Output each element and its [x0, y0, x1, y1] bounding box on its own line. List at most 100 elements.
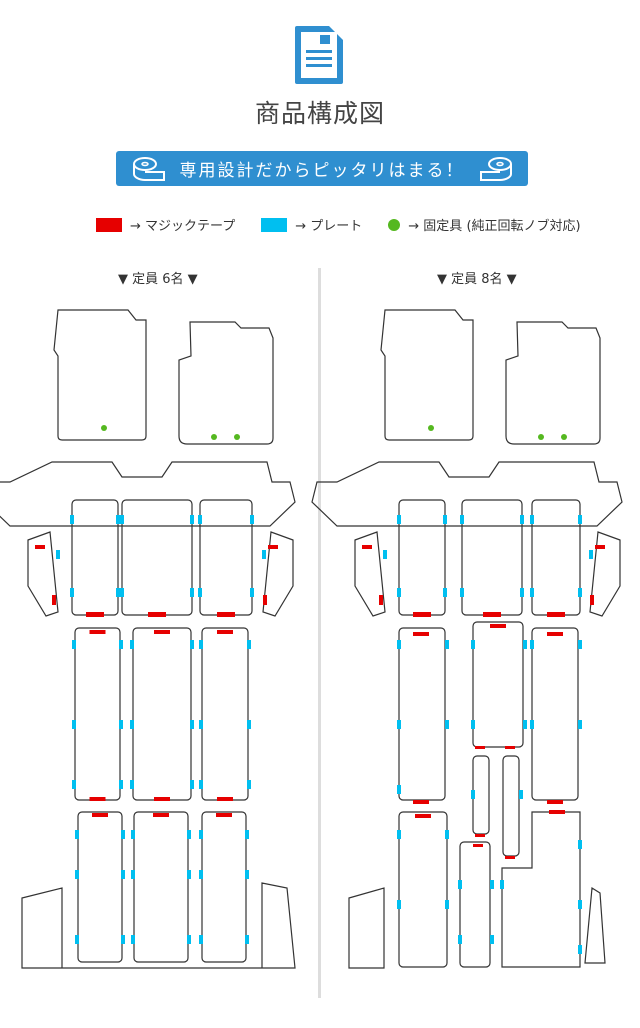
fixer-dot [388, 218, 401, 231]
plate-marker [131, 830, 135, 839]
floor-mat [584, 886, 606, 964]
fixer-marker [561, 434, 567, 440]
plate-marker [199, 780, 203, 789]
velcro-marker [263, 595, 267, 605]
plate-marker [523, 720, 527, 729]
velcro-marker [379, 595, 383, 605]
velcro-marker [92, 813, 108, 817]
plate-swatch [261, 217, 288, 232]
plate-marker [121, 870, 125, 879]
plate-marker [250, 515, 254, 524]
velcro-marker [89, 797, 106, 801]
velcro-marker [153, 813, 169, 817]
velcro-marker [217, 612, 235, 617]
plate-marker [445, 720, 449, 729]
fixer-marker [538, 434, 544, 440]
plate-marker [523, 640, 527, 649]
legend-fixer: → 固定具 (純正回転ノブ対応) [388, 215, 581, 234]
plate-marker [190, 780, 194, 789]
plate-marker [383, 550, 387, 559]
plate-marker [190, 720, 194, 729]
floor-mat [531, 627, 579, 801]
floor-mat [53, 309, 147, 441]
plate-marker [460, 515, 464, 524]
plate-marker [519, 790, 523, 799]
plate-marker [520, 588, 524, 597]
velcro-marker [154, 797, 170, 801]
caption-8-seater: ▼ 定員 8名 ▼ [437, 272, 517, 287]
floor-mat [398, 627, 446, 801]
plate-marker [397, 640, 401, 649]
legend: → マジックテープ → プレート → 固定具 (純正回転ノブ対応) [96, 215, 607, 234]
velcro-marker [505, 856, 515, 859]
plate-marker [199, 935, 203, 944]
plate-marker [70, 588, 74, 597]
plate-marker [131, 870, 135, 879]
plate-marker [578, 588, 582, 597]
velcro-marker [547, 632, 563, 636]
banner-text: 専用設計だからピッタリはまる！ [179, 161, 465, 181]
floor-mat [77, 811, 123, 963]
legend-plate: → プレート [261, 215, 362, 234]
plate-marker [578, 945, 582, 954]
plate-marker [471, 640, 475, 649]
plate-marker [198, 515, 202, 524]
floor-mat [133, 811, 189, 963]
plate-marker [130, 780, 134, 789]
plate-marker [530, 515, 534, 524]
velcro-marker [590, 595, 594, 605]
floor-mat [589, 531, 621, 617]
plate-marker [397, 900, 401, 909]
plate-marker [130, 640, 134, 649]
legend-label: → 固定具 (純正回転ノブ対応) [408, 219, 581, 234]
plate-marker [397, 720, 401, 729]
velcro-marker [413, 800, 429, 804]
plate-marker [120, 588, 124, 597]
plate-marker [190, 588, 194, 597]
plate-marker [247, 720, 251, 729]
velcro-marker [475, 834, 485, 837]
plate-marker [56, 550, 60, 559]
plate-marker [199, 870, 203, 879]
floor-mat [178, 321, 274, 445]
plate-marker [578, 840, 582, 849]
velcro-marker [595, 545, 605, 549]
plate-marker [75, 935, 79, 944]
plate-marker [75, 870, 79, 879]
plate-marker [578, 720, 582, 729]
velcro-marker [475, 746, 485, 749]
plate-marker [199, 640, 203, 649]
plate-marker [187, 935, 191, 944]
floor-mat [531, 499, 581, 616]
plate-marker [530, 640, 534, 649]
plate-marker [199, 720, 203, 729]
plate-marker [198, 588, 202, 597]
velcro-marker [362, 545, 372, 549]
plate-marker [119, 780, 123, 789]
plate-marker [120, 515, 124, 524]
floor-mat [472, 621, 524, 748]
plate-marker [245, 935, 249, 944]
plate-marker [247, 640, 251, 649]
velcro-marker [549, 810, 565, 814]
floor-mat [348, 887, 385, 969]
floor-mat [311, 461, 623, 527]
plate-marker [119, 720, 123, 729]
floor-mat [398, 499, 446, 616]
plate-marker [397, 588, 401, 597]
plate-marker [397, 515, 401, 524]
plate-marker [75, 830, 79, 839]
floor-mat [121, 499, 193, 616]
plate-marker [471, 720, 475, 729]
floor-mat [472, 755, 490, 835]
page-title: 商品構成図 [254, 99, 385, 128]
velcro-marker [413, 612, 431, 617]
caption-6-seater: ▼ 定員 6名 ▼ [118, 272, 198, 287]
plate-marker [445, 900, 449, 909]
plate-marker [443, 515, 447, 524]
floor-mat [505, 321, 601, 445]
floor-mat [199, 499, 253, 616]
velcro-swatch [96, 217, 122, 232]
floor-mat [380, 309, 474, 441]
plate-marker [445, 830, 449, 839]
